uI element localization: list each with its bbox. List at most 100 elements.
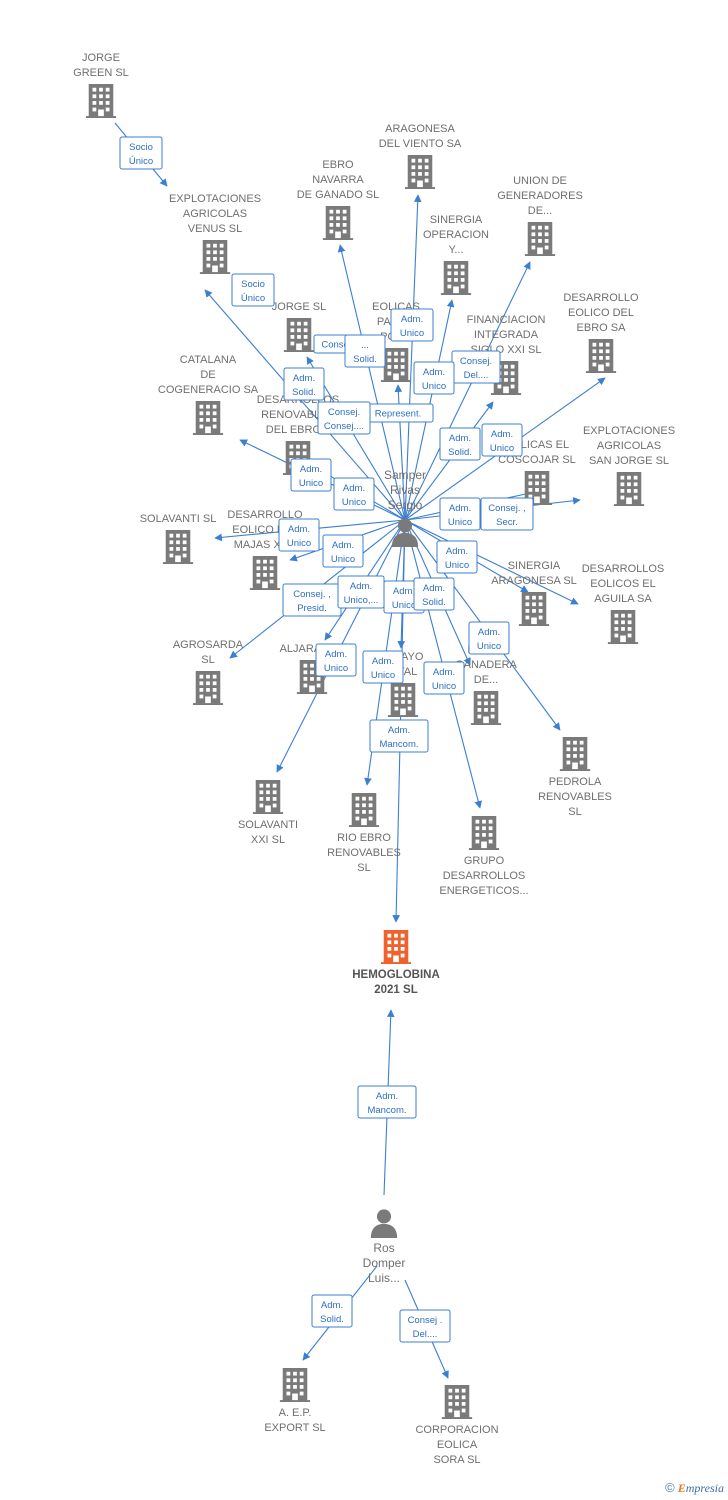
building-icon [404,155,436,189]
company-node-aep_export[interactable]: A. E.P.EXPORT SL [264,1368,326,1434]
node-label-line: SAN JORGE SL [589,455,669,467]
relation-box [317,401,371,435]
relation-box [423,661,465,695]
relation-label-r16[interactable]: Consej. ,Secr. [480,497,534,531]
relation-label-r12[interactable]: Adm.Unico [481,423,523,457]
relation-label-r4[interactable]: ...Solid. [344,334,386,368]
relation-label-r18[interactable]: Adm.Unico [322,534,364,568]
relation-label-r29[interactable]: Adm.Mancom. [357,1085,417,1119]
relation-label-r20[interactable]: Consej. ,Presid. [282,583,342,617]
node-label-line: DE GANADO SL [297,189,380,201]
relation-box [119,136,163,170]
relation-box [290,458,332,492]
node-label-line: COGENERACIO SA [158,384,259,396]
relation-label-r30[interactable]: Adm. Solid. [311,1294,353,1328]
relation-label-r26[interactable]: Adm.Unico [362,650,404,684]
company-node-grupo_desarr[interactable]: GRUPODESARROLLOSENERGETICOS... [439,816,529,897]
relation-label-line: Unico [477,641,501,652]
relation-edge [404,401,494,521]
node-label-line: GANADERA [455,659,517,671]
relation-label-line: Solid. [320,1314,344,1325]
node-label-line: XXI SL [251,834,285,846]
relation-box [413,361,455,395]
relation-label-line: Unico [422,381,446,392]
relation-label-line: Adm. [491,429,513,440]
relation-label-r6[interactable]: Consej.Del.... [451,350,501,384]
relation-label-r21[interactable]: Adm.Unico,... [337,575,385,609]
relation-label-line: Unico [400,328,424,339]
relation-label-r19[interactable]: Adm.Unico [436,540,478,574]
relation-label-line: Adm. [321,1300,343,1311]
building-icon [607,610,639,644]
company-node-expl_sanjorge[interactable]: EXPLOTACIONES AGRICOLAS SAN JORGE SL [583,425,675,506]
person-node-ros[interactable]: RosDomperLuis... [363,1209,406,1285]
relation-label-r11[interactable]: Adm.Solid. [439,427,481,461]
node-label-line: VENUS SL [188,223,242,235]
company-node-sinergia_op[interactable]: SINERGIAOPERACIONY... [423,214,489,295]
relation-label-r31[interactable]: Consej .Del.... [399,1309,451,1343]
relation-box [390,308,434,342]
brand-name: mpresia [685,1481,724,1495]
relation-label-r5[interactable]: Adm.Unico [390,308,434,342]
relation-label-line: Adm. [449,503,471,514]
relation-label-line: Solid. [353,354,377,365]
relation-box [399,1309,451,1343]
building-icon [440,261,472,295]
company-node-solavanti[interactable]: SOLAVANTI SL [140,513,217,564]
node-label-line: EOLICOS EL [590,578,655,590]
company-node-union_gen[interactable]: UNION DEGENERADORESDE... [497,175,583,256]
node-label-line: PEDROLA [549,776,602,788]
relation-label-r15[interactable]: Adm.Unico [439,497,481,531]
brand-logo: Empresia [678,1481,724,1495]
node-label-line: AGRICOLAS [597,440,661,452]
relation-label-line: Adm. [446,546,468,557]
node-label-line: CORPORACION [415,1424,498,1436]
relation-label-line: Adm. [372,656,394,667]
relation-label-line: Del.... [413,1329,438,1340]
company-node-jorge_sl[interactable]: JORGE SL [272,301,326,352]
relation-label-line: Secr. [496,517,518,528]
relation-label-line: Del.... [464,370,489,381]
relation-label-line: Consej. , [293,589,331,600]
relation-edge [404,194,422,521]
relation-label-r10[interactable]: Consej.Consej.... [317,401,371,435]
relation-label-r27[interactable]: Adm.Unico [423,661,465,695]
relation-label-r28[interactable]: Adm.Mancom. [369,719,429,753]
relation-label-r14[interactable]: Adm.Unico [333,477,375,511]
relation-box [333,477,375,511]
relation-label-line: Adm. [288,524,310,535]
node-label-line: EXPLOTACIONES [583,425,675,437]
relation-label-r17[interactable]: Adm.Unico [278,518,320,552]
relation-label-r24[interactable]: Adm.Unico [468,621,510,655]
relation-label-r13[interactable]: Adm.Unico [290,458,332,492]
relation-box [311,1294,353,1328]
relation-label-r9[interactable]: Represent. [362,403,434,423]
company-node-solavanti_xxi[interactable]: SOLAVANTI XXI SL [238,780,298,846]
node-label-line: SOLAVANTI [238,819,298,831]
relation-label-r23[interactable]: Adm.Solid. [413,577,455,611]
node-label-line: DE [200,369,215,381]
relation-label-r8[interactable]: Adm.Unico [413,361,455,395]
relation-label-r25[interactable]: Adm.Unico [315,643,357,677]
relation-box [468,621,510,655]
node-label-line: RENOVABLES [538,791,612,803]
relation-label-r7[interactable]: Adm.Solid. [283,367,325,401]
footer-brand[interactable]: ©Empresia [665,1480,724,1496]
